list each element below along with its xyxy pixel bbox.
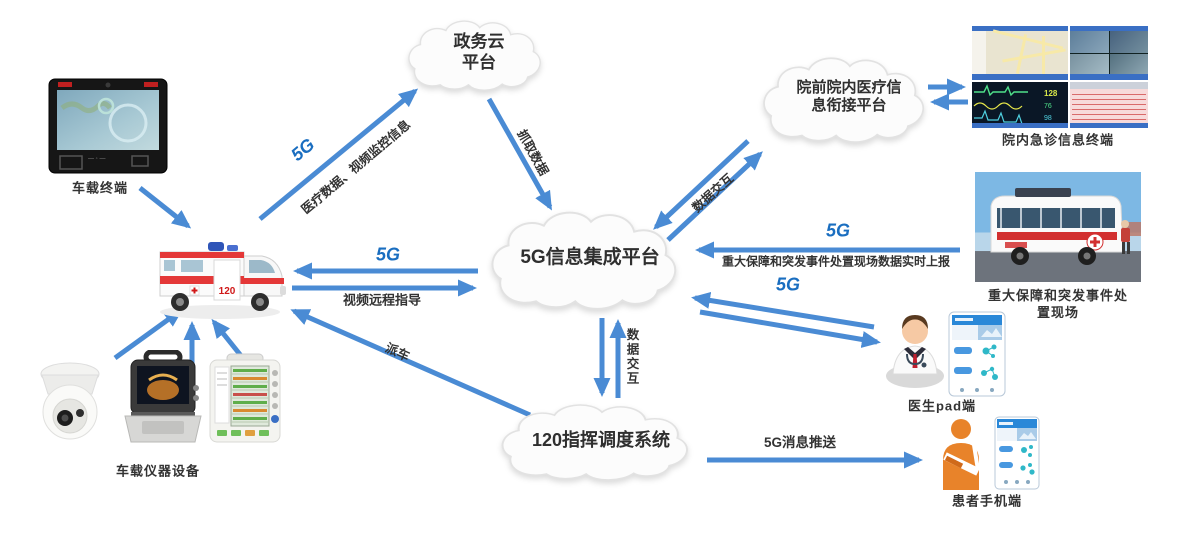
patient-phone-label: 患者手机端 (951, 493, 1023, 509)
integration-platform-label: 5G信息集成平台 (520, 246, 660, 268)
node-integration-platform: 5G信息集成平台 (487, 210, 693, 318)
edge-label-dispatch-vehicle: 派车 (383, 340, 412, 364)
event-site-image (975, 172, 1141, 282)
svg-text:— ◦ —: — ◦ — (88, 156, 105, 162)
ecg-monitor-image (207, 353, 283, 448)
dome-camera-image (38, 360, 102, 448)
edge-label-grab-data: 抓取数据 (514, 127, 551, 178)
doctor-pad-image (948, 311, 1006, 399)
er-terminal-label: 院内急诊信息终端 (1001, 132, 1115, 148)
node-hospital-platform: 院前院内医疗信 息衔接平台 (750, 56, 948, 150)
patient-phone-image (994, 416, 1040, 490)
edge-label-5g-site: 5G (825, 220, 851, 241)
arrow-doctor-to-platform (691, 292, 875, 330)
ambulance-120-marking: 120 (219, 286, 236, 297)
edge-label-5g-ambulance: 5G (375, 244, 401, 265)
er-video-panel (1070, 26, 1148, 80)
node-gov-cloud: 政务云 平台 (405, 10, 553, 106)
arrow-dispatch-to-ambulance (290, 308, 532, 418)
event-site-label-line1: 重大保障和突发事件处 (987, 288, 1129, 303)
vehicle-terminal-label: 车载终端 (71, 180, 129, 196)
svg-text:128: 128 (1044, 89, 1058, 98)
gov-cloud-label-line1: 政务云 (453, 31, 505, 51)
doctor-icon (884, 306, 946, 390)
dispatch-system-label: 120指挥调度系统 (531, 429, 671, 450)
hospital-platform-label-line2: 息衔接平台 (811, 97, 887, 115)
er-terminal-image: 128 76 98 (972, 26, 1148, 128)
arrow-terminal-to-ambulance (138, 186, 192, 229)
gov-cloud-label-line2: 平台 (462, 53, 496, 73)
edge-label-data-exchange-dispatch: 数据交互 (624, 328, 639, 386)
svg-text:98: 98 (1044, 115, 1052, 122)
node-dispatch-system: 120指挥调度系统 (497, 403, 705, 487)
edge-label-5g-doctor: 5G (775, 274, 801, 295)
hospital-platform-label-line1: 院前院内医疗信 (796, 78, 902, 96)
er-map-panel (972, 26, 1068, 80)
edge-label-5g-gov: 5G (287, 134, 319, 165)
edge-label-site-report: 重大保障和突发事件处置现场数据实时上报 (721, 254, 951, 269)
event-site-label: 重大保障和突发事件处 置现场 (988, 288, 1128, 322)
edge-label-medical-data: 医疗数据、视频监控信息 (298, 117, 414, 217)
er-ecg-report-panel (1070, 82, 1148, 128)
patient-icon (932, 418, 990, 492)
vehicle-terminal-image: — ◦ — (48, 78, 168, 178)
svg-text:76: 76 (1044, 103, 1052, 110)
doctor-pad-label: 医生pad端 (907, 398, 977, 414)
er-vitals-panel: 128 76 98 (972, 82, 1068, 128)
arrow-ambulance-to-gov (258, 88, 419, 221)
edge-label-data-exchange-hospital: 数据交互 (689, 171, 737, 216)
ultrasound-device-image (122, 350, 204, 448)
vehicle-devices-label: 车载仪器设备 (115, 463, 201, 479)
edge-label-video-guidance: 视频远程指导 (342, 292, 422, 308)
arrow-platform-to-doctor (699, 309, 881, 348)
event-site-label-line2: 置现场 (1036, 304, 1080, 320)
edge-label-5g-message-push: 5G消息推送 (763, 435, 837, 450)
ambulance-image: 120 (150, 222, 290, 322)
